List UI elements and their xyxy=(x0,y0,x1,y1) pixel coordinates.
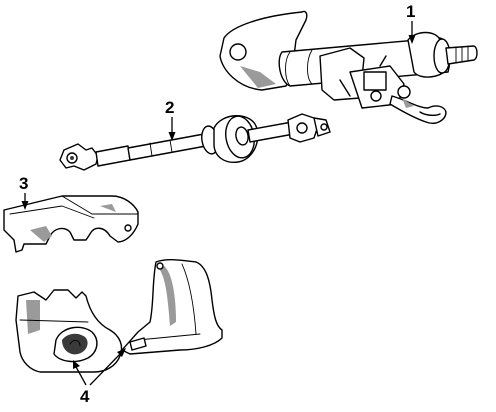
callout-label-1: 1 xyxy=(406,2,415,21)
part-3-upper-shroud[interactable] xyxy=(3,195,139,253)
leader-arrow-1 xyxy=(408,35,416,44)
leader-arrow-4b xyxy=(117,348,126,357)
leader-line-4a xyxy=(74,364,87,386)
part-4-lower-shroud-left[interactable] xyxy=(15,289,123,373)
leader-arrow-4a xyxy=(73,360,80,369)
part-4-lower-shroud-right[interactable] xyxy=(121,259,223,355)
leader-line-4b xyxy=(89,351,123,386)
part-1-steering-column[interactable] xyxy=(219,10,478,124)
callout-4: 4 xyxy=(73,348,126,406)
callout-label-4: 4 xyxy=(80,387,90,406)
callout-1: 1 xyxy=(406,2,416,44)
callout-label-2: 2 xyxy=(165,98,174,117)
leader-arrow-2 xyxy=(168,132,176,141)
callout-3: 3 xyxy=(19,174,29,210)
leader-arrow-3 xyxy=(21,201,29,210)
part-2-intermediate-shaft[interactable] xyxy=(59,113,331,171)
callout-2: 2 xyxy=(165,98,176,141)
callout-label-3: 3 xyxy=(19,174,28,193)
